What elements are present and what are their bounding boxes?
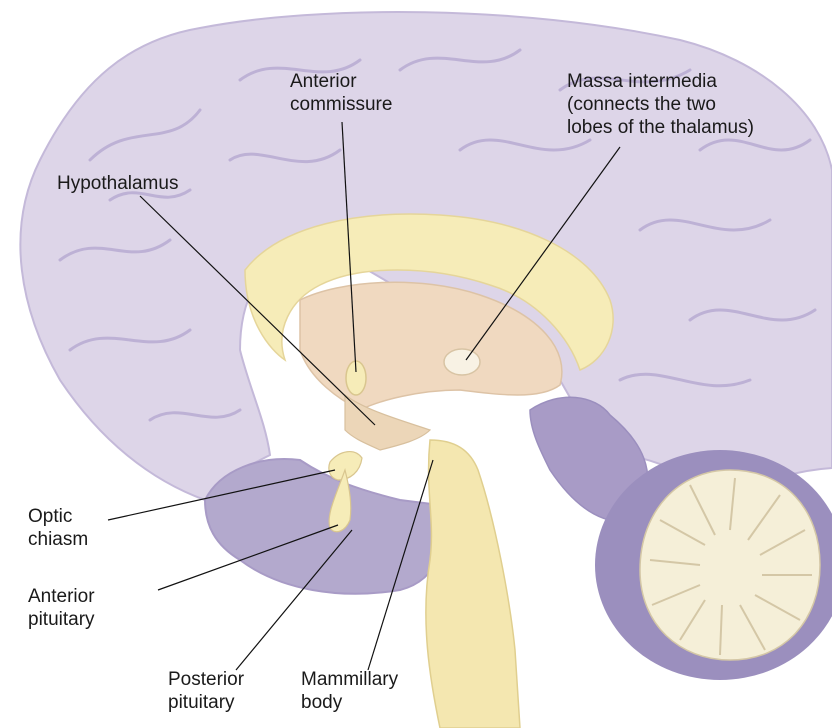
temporal-lobe — [205, 459, 444, 594]
brainstem — [426, 440, 520, 728]
hypothalamus-region — [345, 395, 430, 450]
label-hypothalamus: Hypothalamus — [57, 172, 178, 195]
label-anterior-commissure: Anterior commissure — [290, 70, 392, 116]
label-massa-intermedia: Massa intermedia (connects the two lobes… — [567, 70, 754, 139]
label-anterior-pituitary: Anterior pituitary — [28, 585, 95, 631]
label-posterior-pituitary: Posterior pituitary — [168, 668, 244, 714]
massa-intermedia-oval — [444, 349, 480, 375]
label-optic-chiasm: Optic chiasm — [28, 505, 88, 551]
label-mammillary-body: Mammillary body — [301, 668, 398, 714]
